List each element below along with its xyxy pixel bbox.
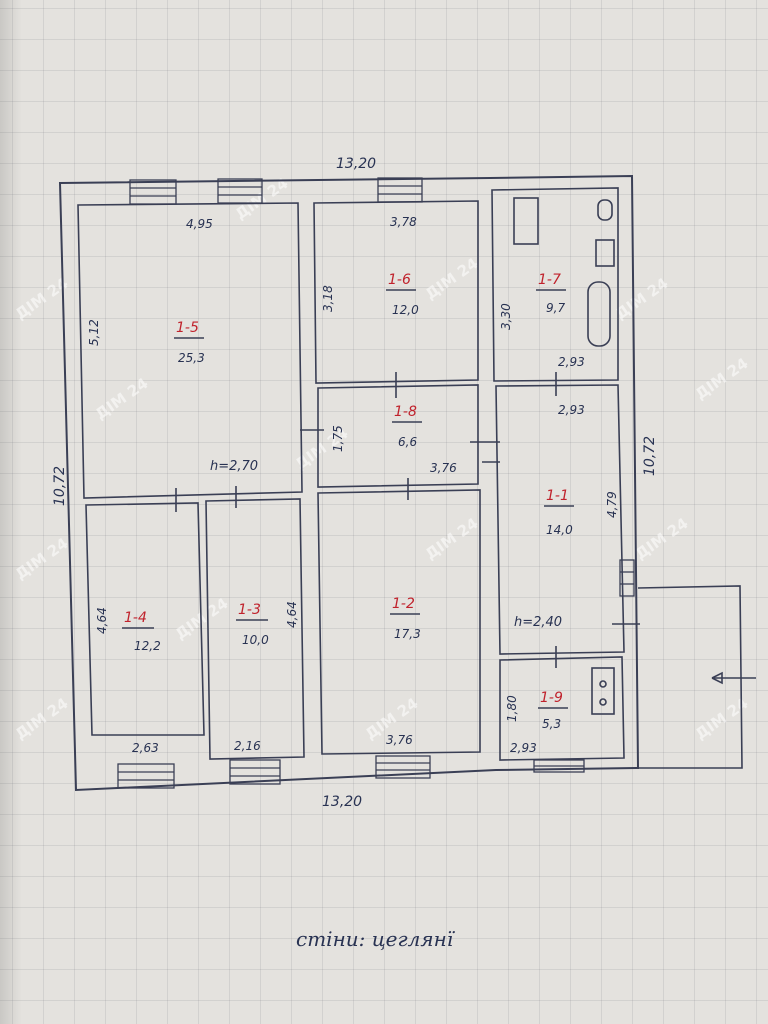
room-area-1-4: 12,2: [134, 639, 161, 653]
ceiling-height-annex: h=2,40: [514, 615, 562, 630]
watermark: ДІМ 24: [12, 694, 71, 743]
dim-1-7-height: 3,30: [499, 303, 513, 330]
watermark: ДІМ 24: [12, 534, 71, 583]
room-id-1-9: 1-9: [540, 690, 563, 706]
watermark: ДІМ 24: [92, 374, 151, 423]
watermark: ДІМ 24: [632, 514, 691, 563]
dim-1-3-height: 4,64: [285, 601, 299, 628]
watermark: ДІМ 24: [422, 254, 481, 303]
dim-1-1-width: 2,93: [558, 403, 585, 417]
dim-1-2-width: 3,76: [386, 733, 413, 747]
dim-1-9-height: 1,80: [505, 695, 519, 722]
room-area-1-9: 5,3: [542, 717, 561, 731]
room-id-1-3: 1-3: [238, 602, 261, 618]
dim-1-3-width: 2,16: [234, 739, 261, 753]
bottom-width-label: 13,20: [322, 794, 362, 810]
watermark: ДІМ 24: [692, 694, 751, 743]
room-area-1-3: 10,0: [242, 633, 269, 647]
door-marks: [175, 372, 640, 668]
dim-1-9-width: 2,93: [510, 741, 537, 755]
room-id-1-7: 1-7: [538, 272, 561, 288]
room-area-1-7: 9,7: [546, 301, 565, 315]
dim-1-5-height: 5,12: [87, 319, 101, 346]
right-height-label: 10,72: [642, 436, 658, 476]
room-area-1-5: 25,3: [178, 351, 205, 365]
dim-1-4-width: 2,63: [132, 741, 159, 755]
room-id-1-4: 1-4: [124, 610, 147, 626]
dim-1-1-height: 4,79: [605, 491, 619, 518]
left-height-label: 10,72: [52, 466, 68, 506]
room-id-1-5: 1-5: [176, 320, 199, 336]
watermark-layer: ДІМ 24 ДІМ 24 ДІМ 24 ДІМ 24 ДІМ 24 ДІМ 2…: [12, 174, 751, 743]
room-id-1-6: 1-6: [388, 272, 411, 288]
sanitary-fixtures: [513, 197, 615, 715]
dim-1-6-height: 3,18: [321, 285, 335, 312]
room-area-1-8: 6,6: [398, 435, 417, 449]
watermark: ДІМ 24: [692, 354, 751, 403]
dim-1-7-width: 2,93: [558, 355, 585, 369]
watermark: ДІМ 24: [422, 514, 481, 563]
room-id-1-8: 1-8: [394, 404, 417, 420]
room-id-1-2: 1-2: [392, 596, 415, 612]
room-area-1-1: 14,0: [546, 523, 573, 537]
walls-note: стіни: цеглянї: [296, 927, 456, 951]
dim-1-4-height: 4,64: [95, 607, 109, 634]
room-area-1-6: 12,0: [392, 303, 419, 317]
page-shadow: [0, 0, 22, 1024]
dim-1-6-width: 3,78: [390, 215, 417, 229]
dim-1-8-width: 3,76: [430, 461, 457, 475]
top-width-label: 13,20: [336, 156, 376, 172]
dim-1-8-height: 1,75: [331, 425, 345, 452]
windows: [117, 177, 635, 789]
watermark: ДІМ 24: [612, 274, 671, 323]
room-outlines: [85, 187, 756, 769]
room-labels: 1-5 25,3 1-6 12,0 1-7 9,7 1-8 6,6 1-1 14…: [122, 272, 574, 731]
room-id-1-1: 1-1: [546, 488, 569, 504]
dim-1-5-width: 4,95: [186, 217, 213, 231]
ceiling-height-main: h=2,70: [210, 459, 258, 474]
room-dimension-labels: 4,95 5,12 3,78 3,18 3,30 2,93 1,75 3,76 …: [87, 215, 619, 755]
room-area-1-2: 17,3: [394, 627, 421, 641]
